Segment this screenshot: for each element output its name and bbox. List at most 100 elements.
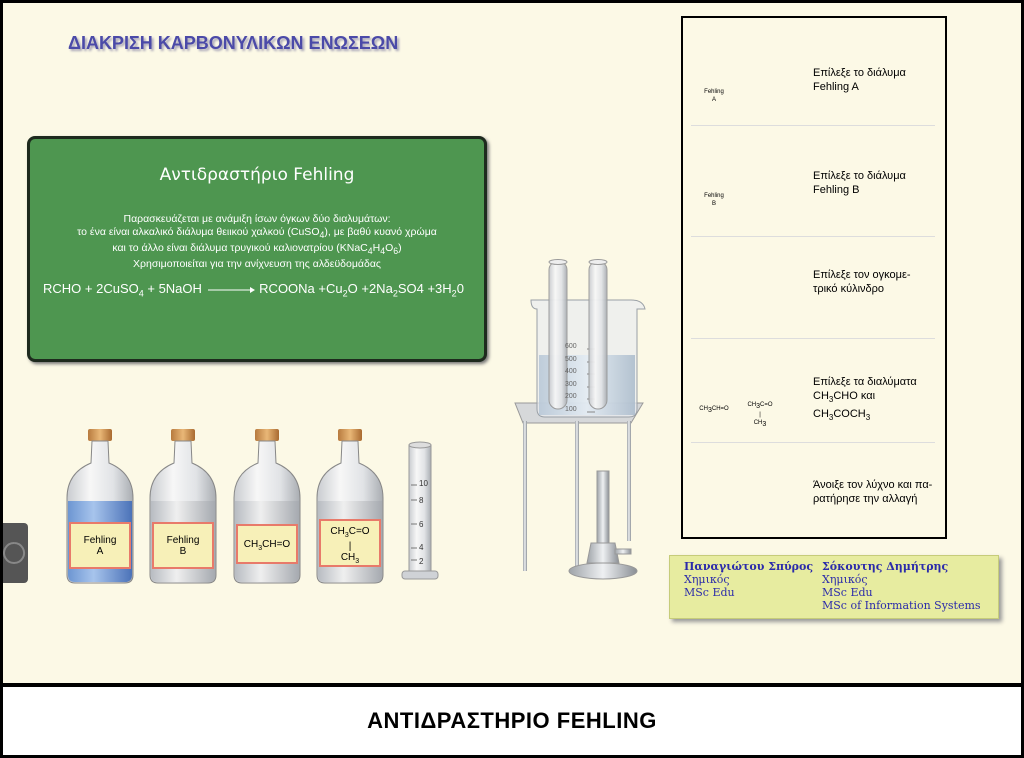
tick-label: 400 bbox=[565, 368, 577, 375]
author-degree: MSc of Information Systems bbox=[822, 599, 981, 612]
step-5[interactable]: Άνοιξε τον λύχνο και πα- ρατήρησε την αλ… bbox=[813, 478, 932, 506]
step-formula: CH bbox=[813, 390, 829, 402]
step-line: CH3CHO και bbox=[813, 390, 876, 405]
step-line: ρατήρησε την αλλαγή bbox=[813, 493, 918, 505]
arrow-left-icon bbox=[3, 542, 26, 564]
label-line: B bbox=[179, 546, 187, 557]
credit-author-2: Σόκουτης Δημήτρης Χημικός MSc Edu MSc of… bbox=[822, 560, 981, 612]
bottle-fehling-b[interactable] bbox=[149, 429, 217, 584]
bottle-acetaldehyde[interactable] bbox=[233, 429, 301, 584]
panel-acetone-label: CH3C=O|CH3 bbox=[747, 402, 773, 429]
bottle-b-label: Fehling B bbox=[153, 535, 213, 557]
label-line: B bbox=[711, 201, 716, 207]
equation-part: RCHO + 2CuSO bbox=[43, 281, 139, 296]
credits-box: Παναγιώτου Σπύρος Χημικός MSc Edu Σόκουτ… bbox=[669, 555, 999, 619]
board-desc-line-3: και το άλλο είναι διάλυμα τρυγικού καλιο… bbox=[112, 242, 402, 257]
step-line: Επίλεξε το διάλυμα bbox=[813, 170, 906, 182]
bottle-a-label: Fehling A bbox=[70, 535, 130, 557]
board-title: Αντιδραστήριο Fehling bbox=[159, 165, 355, 185]
tripod-stand bbox=[514, 402, 644, 571]
step-line: CH3COCH3 bbox=[813, 408, 871, 423]
credit-author-1: Παναγιώτου Σπύρος Χημικός MSc Edu bbox=[684, 560, 813, 599]
step-formula: CHO και bbox=[833, 390, 876, 402]
step-line: Επίλεξε τα διαλύματα bbox=[813, 376, 917, 388]
step-3[interactable]: Επίλεξε τον ογκομε- τρικό κύλινδρο bbox=[813, 268, 911, 296]
board-desc-text: ), με βαθύ κυανό χρώμα bbox=[324, 226, 437, 238]
label-line: | bbox=[348, 541, 352, 552]
tick-label: 300 bbox=[565, 381, 577, 388]
equation-part: 0 bbox=[456, 281, 464, 296]
step-line: Άνοιξε τον λύχνο και πα- bbox=[813, 479, 933, 491]
author-role: Χημικός bbox=[822, 573, 868, 586]
equation-part: RCOONa +Cu bbox=[259, 281, 343, 296]
step-line: Fehling B bbox=[813, 184, 860, 196]
tick-label: 6 bbox=[419, 520, 424, 529]
label-line: Fehling bbox=[83, 535, 117, 546]
equation-part: O +2Na bbox=[347, 281, 393, 296]
caption-text: ΑΝΤΙΔΡΑΣΤΗΡΙΟ FEHLING bbox=[367, 708, 657, 733]
side-nav-button[interactable] bbox=[3, 523, 28, 583]
bottle-d-label: CH3C=O | CH3 bbox=[320, 526, 380, 567]
simulation-stage: ΔΙΑΚΡΙΣΗ ΚΑΡΒΟΝΥΛΙΚΩΝ ΕΝΩΣΕΩΝ Αντιδραστή… bbox=[3, 3, 1021, 683]
panel-acetaldehyde-label: CH3CH=O bbox=[699, 406, 729, 415]
tick-label: 2 bbox=[419, 557, 424, 566]
label-line: Fehling bbox=[704, 193, 724, 199]
reaction-equation: RCHO + 2CuSO4 + 5NaOH RCOONa +Cu2O +2Na2… bbox=[43, 281, 464, 299]
step-1[interactable]: Επίλεξε το διάλυμα Fehling A bbox=[813, 66, 906, 94]
tick-label: 200 bbox=[565, 393, 577, 400]
measuring-cylinder[interactable] bbox=[401, 441, 439, 580]
label-line: CH3CH=O bbox=[243, 539, 291, 552]
board-desc-text: το ένα είναι αλκαλικό διάλυμα θειικού χα… bbox=[77, 226, 320, 238]
tick-label: 500 bbox=[565, 356, 577, 363]
board-desc-line-2: το ένα είναι αλκαλικό διάλυμα θειικού χα… bbox=[77, 226, 437, 241]
steps-panel: Fehling A Fehling B CH3CH=O CH3C=O|CH3 Ε… bbox=[681, 16, 947, 539]
bottle-acetone[interactable] bbox=[316, 429, 384, 584]
panel-fehling-a-label: Fehling A bbox=[697, 88, 731, 104]
bunsen-burner[interactable] bbox=[568, 470, 638, 580]
label-line: CH3 bbox=[340, 552, 360, 565]
label-line: Fehling bbox=[704, 89, 724, 95]
tick-label: 100 bbox=[565, 406, 577, 413]
equation-part: SO4 +3H bbox=[397, 281, 452, 296]
divider bbox=[691, 125, 935, 126]
test-tube-right[interactable] bbox=[588, 259, 608, 410]
board-usage: Χρησιμοποιείται για την ανίχνευση της αλ… bbox=[133, 258, 381, 270]
step-line: Fehling A bbox=[813, 81, 859, 93]
step-line: τρικό κύλινδρο bbox=[813, 283, 885, 295]
label-line: A bbox=[711, 97, 716, 103]
step-formula: CH bbox=[813, 408, 829, 421]
author-name: Σόκουτης Δημήτρης bbox=[822, 560, 949, 573]
divider bbox=[691, 236, 935, 237]
info-board: Αντιδραστήριο Fehling Παρασκευάζεται με … bbox=[27, 136, 487, 362]
author-degree: MSc Edu bbox=[822, 586, 873, 599]
step-4[interactable]: Επίλεξε τα διαλύματα CH3CHO και CH3COCH3 bbox=[813, 375, 917, 425]
arrow-icon bbox=[207, 286, 255, 293]
step-2[interactable]: Επίλεξε το διάλυμα Fehling B bbox=[813, 169, 906, 197]
board-desc-line-1: Παρασκευάζεται με ανάμιξη ίσων όγκων δύο… bbox=[123, 213, 391, 225]
caption-bar: ΑΝΤΙΔΡΑΣΤΗΡΙΟ FEHLING bbox=[3, 687, 1021, 755]
divider bbox=[691, 338, 935, 339]
bottle-c-label: CH3CH=O bbox=[237, 539, 297, 554]
step-line: Επίλεξε το διάλυμα bbox=[813, 67, 906, 79]
label-line: CH3C=O bbox=[330, 526, 370, 539]
tick-label: 4 bbox=[419, 543, 424, 552]
panel-fehling-b-label: Fehling B bbox=[697, 192, 731, 208]
tick-label: 600 bbox=[565, 343, 577, 350]
label-line: Fehling bbox=[166, 535, 200, 546]
author-degree: MSc Edu bbox=[684, 586, 735, 599]
author-name: Παναγιώτου Σπύρος bbox=[684, 560, 814, 573]
tick-label: 8 bbox=[419, 496, 424, 505]
board-description: Παρασκευάζεται με ανάμιξη ίσων όγκων δύο… bbox=[30, 213, 484, 258]
beaker bbox=[530, 299, 646, 418]
author-role: Χημικός bbox=[684, 573, 730, 586]
divider bbox=[691, 442, 935, 443]
test-tube-left[interactable] bbox=[548, 259, 568, 410]
label-line: A bbox=[96, 546, 104, 557]
page-title: ΔΙΑΚΡΙΣΗ ΚΑΡΒΟΝΥΛΙΚΩΝ ΕΝΩΣΕΩΝ bbox=[68, 33, 399, 53]
equation-part: + 5NaOH bbox=[143, 281, 202, 296]
bottle-fehling-a[interactable] bbox=[66, 429, 134, 584]
board-desc-text: ) bbox=[398, 242, 402, 255]
tick-label: 10 bbox=[419, 479, 428, 488]
board-desc-text: και το άλλο είναι διάλυμα τρυγικού καλιο… bbox=[112, 242, 368, 255]
